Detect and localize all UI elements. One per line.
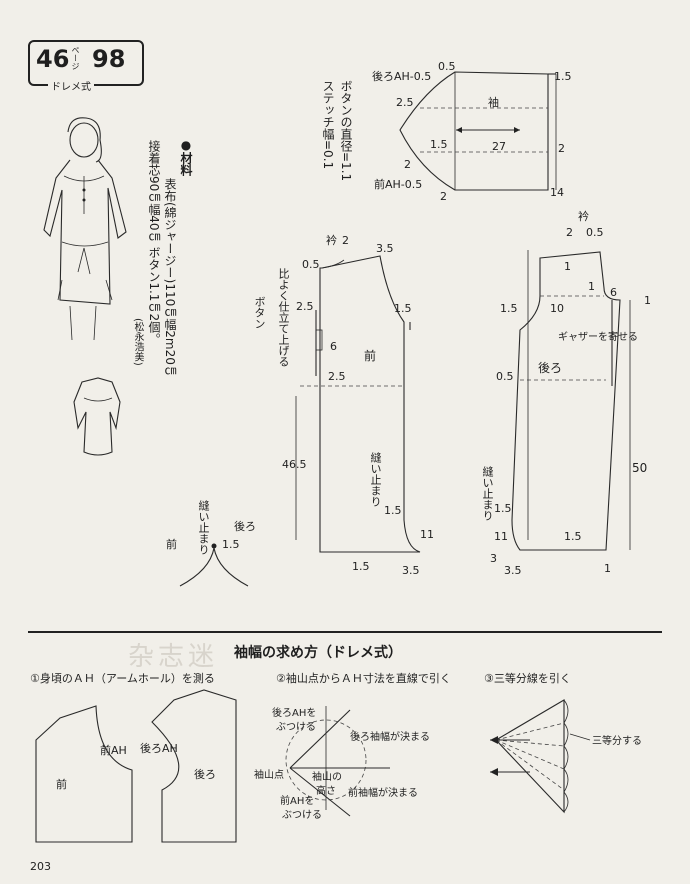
front-dim-15: 1.5 bbox=[394, 302, 412, 315]
step1-back-ah: 後ろAH bbox=[140, 741, 178, 755]
step2-front-ah-b: ぶつける bbox=[282, 809, 322, 821]
sleeve-dim-2a: 2 bbox=[558, 142, 565, 155]
front-label: 前 bbox=[364, 348, 376, 363]
sleeve-dim-2b: 2 bbox=[404, 158, 411, 171]
materials-title: ●材料 bbox=[179, 138, 193, 176]
stitch-width-note: ステッチ幅=0.1 bbox=[321, 80, 335, 170]
sleeve-dim-14: 14 bbox=[550, 186, 564, 199]
sleeve-dim-15b: 1.5 bbox=[554, 70, 572, 83]
hem-back-label: 後ろ bbox=[234, 519, 256, 533]
back-label: 後ろ bbox=[538, 361, 562, 375]
back-dim-05: 0.5 bbox=[586, 226, 604, 239]
front-collar-label: 衿 bbox=[326, 233, 337, 247]
sleeve-front-ah: 前AH-0.5 bbox=[374, 177, 422, 191]
front-dim-11: 11 bbox=[420, 528, 434, 541]
front-dim-25b: 2.5 bbox=[328, 370, 346, 383]
step1-diagram: 前 前AH 後ろAH 後ろ bbox=[35, 689, 237, 843]
sleeve-dim-25: 2.5 bbox=[396, 96, 414, 109]
sleeve-dim-27: 27 bbox=[492, 140, 506, 153]
step2-back-ah-b: ぶつける bbox=[276, 721, 316, 733]
button-label: ボタン bbox=[253, 296, 266, 329]
step1-title: ①身頃のＡＨ（アームホール）を測る bbox=[30, 672, 215, 685]
materials-line2: 接着芯90㎝幅40㎝ ボタン1.1㎝2個。 bbox=[147, 140, 161, 346]
gather-label: ギャザーを寄せる bbox=[558, 330, 638, 343]
front-stop-point: 縫い止まり bbox=[369, 452, 382, 507]
step3-title: ③三等分線を引く bbox=[484, 672, 571, 685]
sleeve-back-ah: 後ろAH-0.5 bbox=[372, 69, 431, 83]
placket-note: 比よく仕立て上げる bbox=[277, 268, 290, 367]
back-dim-1c: 1 bbox=[644, 294, 651, 307]
back-view-illustration bbox=[73, 377, 121, 456]
step2-back-ah-a: 後ろAHを bbox=[272, 706, 316, 719]
front-dim-25: 2.5 bbox=[296, 300, 314, 313]
back-dim-1a: 1 bbox=[564, 260, 571, 273]
step2-back-width: 後ろ袖幅が決まる bbox=[350, 730, 430, 743]
back-dim-10: 10 bbox=[550, 302, 564, 315]
step1-back: 後ろ bbox=[194, 767, 216, 781]
step2-front-width: 前袖幅が決まる bbox=[348, 786, 418, 799]
back-dim-1b: 1 bbox=[588, 280, 595, 293]
page-ref-unit: ページ bbox=[71, 46, 80, 70]
step3-label: 三等分する bbox=[592, 734, 642, 747]
front-dim-15c: 1.5 bbox=[384, 504, 402, 517]
sleeve-pattern: 袖 後ろAH-0.5 0.5 2.5 1.5 27 2 前AH-0.5 2 2 … bbox=[372, 60, 572, 203]
back-dim-15: 1.5 bbox=[500, 302, 518, 315]
back-dim-50: 50 bbox=[632, 461, 647, 475]
step2-front-ah-a: 前AHを bbox=[280, 794, 314, 807]
front-dim-6: 6 bbox=[330, 340, 337, 353]
back-collar-label: 衿 bbox=[578, 209, 589, 223]
step2-title: ②袖山点からＡＨ寸法を直線で引く bbox=[276, 672, 451, 685]
front-dim-2: 2 bbox=[342, 234, 349, 247]
page-ref-value: 98 bbox=[92, 45, 126, 73]
hem-front-label: 前 bbox=[166, 537, 177, 551]
step1-front: 前 bbox=[56, 777, 67, 791]
back-dim-35: 3.5 bbox=[504, 564, 522, 577]
sleeve-label: 袖 bbox=[488, 95, 499, 109]
front-dim-35-hem: 3.5 bbox=[402, 564, 420, 577]
watermark: 杂志迷 bbox=[128, 642, 219, 672]
step1-front-ah: 前AH bbox=[100, 743, 127, 757]
back-stop-point: 縫い止まり bbox=[481, 466, 494, 521]
back-dim-1d: 1 bbox=[604, 562, 611, 575]
front-dim-465: 46.5 bbox=[282, 458, 307, 471]
page-number: 203 bbox=[30, 860, 51, 873]
back-pattern: 衿 2 0.5 1 1 10 6 0.5 1.5 1 50 1.5 11 3 3… bbox=[490, 209, 651, 577]
step2-diagram: 後ろAHを ぶつける 後ろ袖幅が決まる 袖山点 袖山の 高さ 前袖幅が決まる 前… bbox=[254, 706, 430, 821]
front-dim-35: 3.5 bbox=[376, 242, 394, 255]
section-title: 袖幅の求め方（ドレメ式） bbox=[234, 645, 402, 661]
back-dim-15b: 1.5 bbox=[494, 502, 512, 515]
button-diameter-note: ボタンの直径=1.1 bbox=[339, 80, 353, 182]
hem-detail: 前 1.5 後ろ bbox=[166, 519, 256, 587]
back-dim-2: 2 bbox=[566, 226, 573, 239]
model-illustration bbox=[43, 117, 127, 341]
step2-cap-point: 袖山点 bbox=[254, 768, 284, 781]
page-ref-number: 46 bbox=[36, 45, 70, 73]
front-dim-15-hem: 1.5 bbox=[352, 560, 370, 573]
back-dim-15c: 1.5 bbox=[564, 530, 582, 543]
hem-stop-point: 縫い止まり bbox=[197, 500, 210, 555]
hem-dim: 1.5 bbox=[222, 538, 240, 551]
back-dim-6: 6 bbox=[610, 286, 617, 299]
sleeve-dim-15: 1.5 bbox=[430, 138, 448, 151]
back-dim-05b: 0.5 bbox=[496, 370, 514, 383]
back-dim-11: 11 bbox=[494, 530, 508, 543]
back-dim-3: 3 bbox=[490, 552, 497, 565]
materials-line1: 表布(綿ジャージー)110㎝幅2m20㎝ bbox=[163, 178, 177, 377]
method-label: ドレメ式 bbox=[48, 78, 94, 93]
front-pattern: 衿 2 3.5 0.5 2.5 1.5 6 2.5 46.5 1.5 1.5 1… bbox=[282, 233, 434, 577]
page-reference-badge: 46 ページ 98 ドレメ式 bbox=[28, 40, 144, 93]
materials-credit: (松永浩美) bbox=[132, 318, 143, 366]
sleeve-dim-2c: 2 bbox=[440, 190, 447, 203]
sleeve-dim-05a: 0.5 bbox=[438, 60, 456, 73]
front-dim-05: 0.5 bbox=[302, 258, 320, 271]
step2-cap-height-b: 高さ bbox=[316, 784, 336, 797]
step3-diagram: 三等分する bbox=[490, 699, 642, 814]
step2-cap-height-a: 袖山の bbox=[312, 770, 342, 783]
